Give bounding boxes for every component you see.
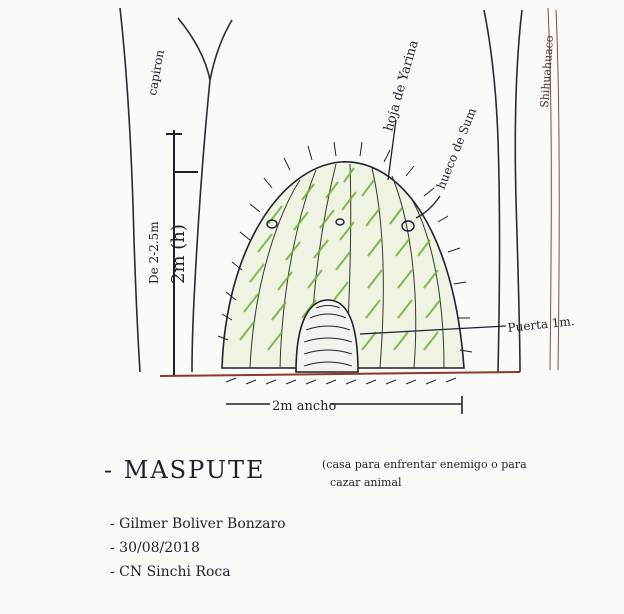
width-indicator xyxy=(226,396,462,414)
label-altura-range: De 2-2.5m xyxy=(147,221,161,284)
label-capiron: capiron xyxy=(145,48,167,96)
label-hueco-sum: hueco de Sum xyxy=(434,105,480,191)
title-maspute: - MASPUTE xyxy=(104,456,266,484)
label-altura: 2m (h) xyxy=(168,224,189,284)
label-shihuahuaco: Shihuahuaco xyxy=(538,35,556,108)
label-puerta: Puerta 1m. xyxy=(507,314,575,335)
tree-capiron xyxy=(120,8,232,372)
title-description-line1: (casa para enfrentar enemigo o para xyxy=(322,458,527,471)
title-description-line2: cazar animal xyxy=(330,476,402,489)
tree-shihuahuaco xyxy=(484,10,522,372)
label-ancho: 2m ancho xyxy=(272,399,337,414)
hut-maspute xyxy=(218,142,472,372)
community-line: - CN Sinchi Roca xyxy=(110,564,231,580)
ground-line xyxy=(160,372,520,384)
label-hoja-yarina: hoja de Yarina xyxy=(381,38,421,133)
date-line: - 30/08/2018 xyxy=(110,540,200,556)
author-line: - Gilmer Boliver Bonzaro xyxy=(110,516,286,532)
